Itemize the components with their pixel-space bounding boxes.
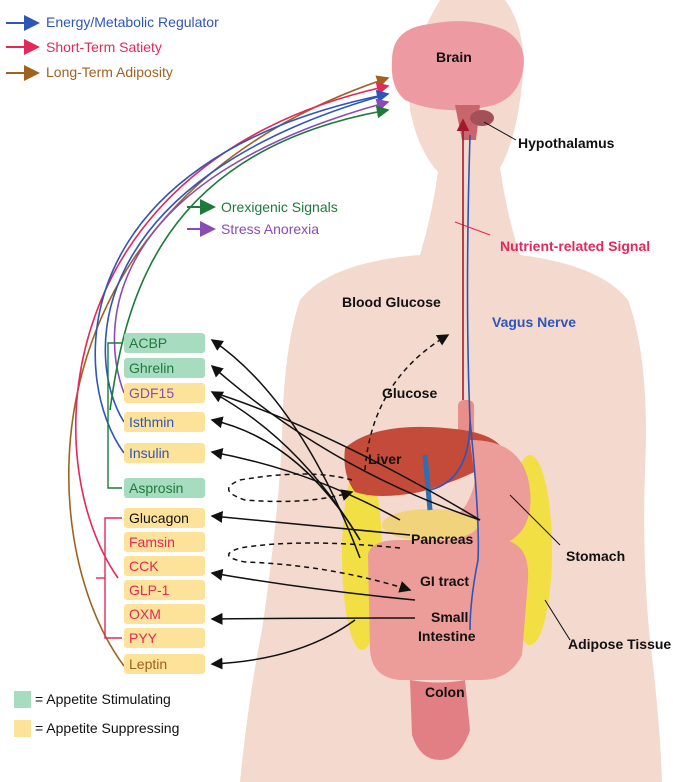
small-intestine-label-1: Small <box>431 609 468 625</box>
signal-box-cck: CCK <box>124 556 205 576</box>
legend-long-term-label: Long-Term Adiposity <box>46 64 173 80</box>
colon-label: Colon <box>425 684 465 700</box>
pancreas-label: Pancreas <box>411 531 473 547</box>
legend-orexigenic-label: Orexigenic Signals <box>221 199 338 215</box>
legend-short-term-label: Short-Term Satiety <box>46 39 162 55</box>
signal-box-acbp: ACBP <box>124 333 205 353</box>
signal-box-isthmin: Isthmin <box>124 412 205 432</box>
signal-box-leptin: Leptin <box>124 654 205 674</box>
hypothalamus-shape <box>470 110 494 126</box>
glucose-label: Glucose <box>382 385 437 401</box>
signal-box-ghrelin: Ghrelin <box>124 358 205 378</box>
stomach-label: Stomach <box>566 548 625 564</box>
signal-box-oxm: OXM <box>124 604 205 624</box>
legend-stress-label: Stress Anorexia <box>221 221 319 237</box>
brain-label: Brain <box>436 49 472 65</box>
key-suppressing-label: = Appetite Suppressing <box>35 720 179 736</box>
signal-box-famsin: Famsin <box>124 532 205 552</box>
legend-energy-label: Energy/Metabolic Regulator <box>46 14 219 30</box>
hypothalamus-label: Hypothalamus <box>518 135 614 151</box>
vagus-nerve-label: Vagus Nerve <box>492 314 576 330</box>
signal-box-gdf15: GDF15 <box>124 383 205 403</box>
brain-shape <box>392 21 524 110</box>
signal-box-insulin: Insulin <box>124 443 205 463</box>
liver-label: Liver <box>368 451 401 467</box>
small-intestine-label-2: Intestine <box>418 628 476 644</box>
key-swatch-stimulating <box>14 691 31 708</box>
red-bracket <box>105 518 122 638</box>
blood-glucose-label: Blood Glucose <box>342 294 441 310</box>
signal-box-asprosin: Asprosin <box>124 478 205 498</box>
nutrient-signal-label: Nutrient-related Signal <box>500 238 650 254</box>
key-stimulating-label: = Appetite Stimulating <box>35 691 171 707</box>
key-swatch-suppressing <box>14 720 31 737</box>
signal-box-glucagon: Glucagon <box>124 508 205 528</box>
gi-tract-label: GI tract <box>420 573 469 589</box>
signal-box-glp1: GLP-1 <box>124 580 205 600</box>
signal-box-pyy: PYY <box>124 628 205 648</box>
adipose-tissue-label: Adipose Tissue <box>568 636 671 652</box>
